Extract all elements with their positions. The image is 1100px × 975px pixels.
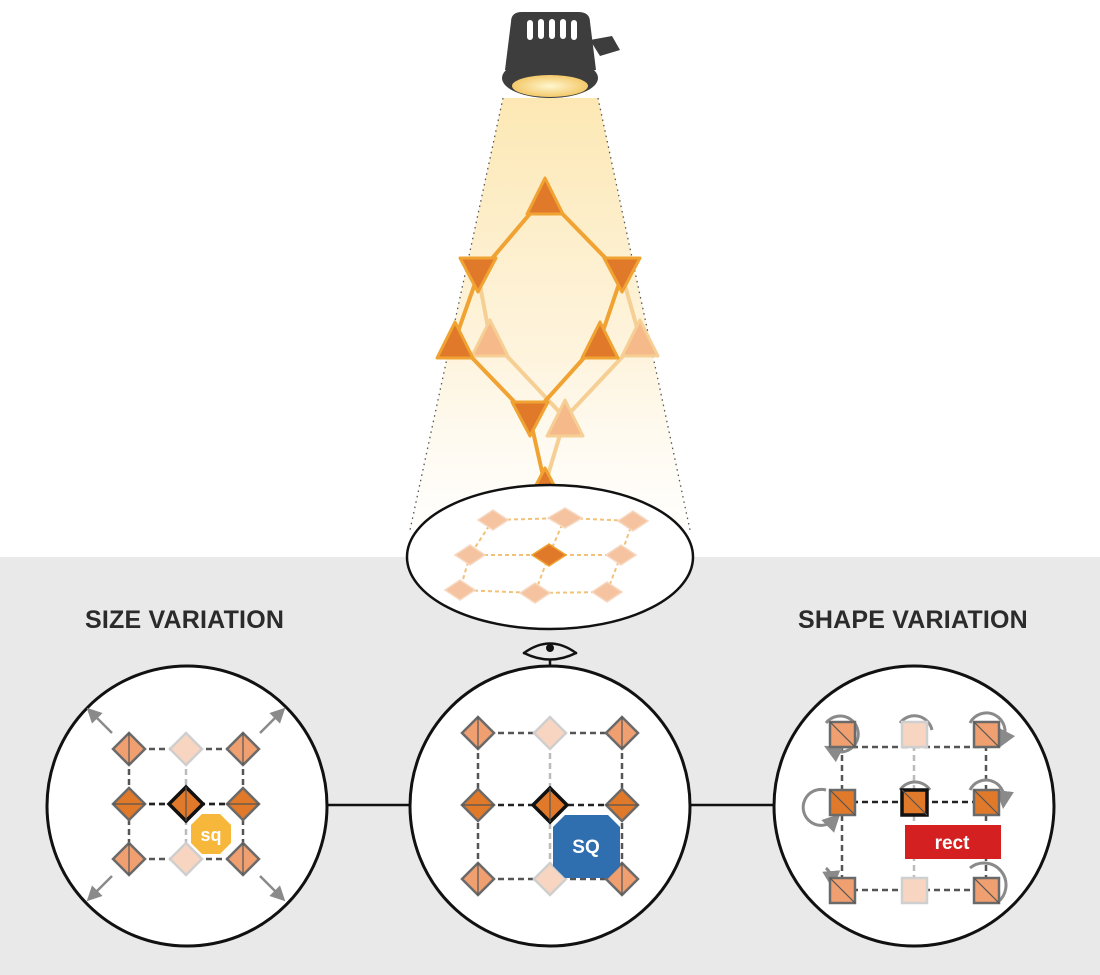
shape-variation-title: SHAPE VARIATION: [798, 606, 1028, 634]
size-variation-circle: [45, 664, 329, 948]
beam-edge-right: [597, 97, 691, 531]
rect-badge-label: rect: [935, 833, 971, 854]
size-variation-title: SIZE VARIATION: [85, 606, 285, 634]
sq-badge-label: sq: [200, 825, 221, 845]
SQ-badge-shape: [553, 815, 620, 878]
spotlight-icon: [502, 12, 620, 98]
SQ-badge-label: SQ: [572, 837, 599, 858]
projection-ellipse: [405, 483, 695, 631]
shape-variation-circle: [772, 664, 1056, 948]
sq-badge-shape: [191, 814, 231, 854]
resize-arrow-icon: [86, 707, 286, 902]
rect-badge-shape: [905, 825, 1001, 859]
reference-circle: [408, 664, 692, 948]
beam-edge-left: [409, 97, 504, 531]
